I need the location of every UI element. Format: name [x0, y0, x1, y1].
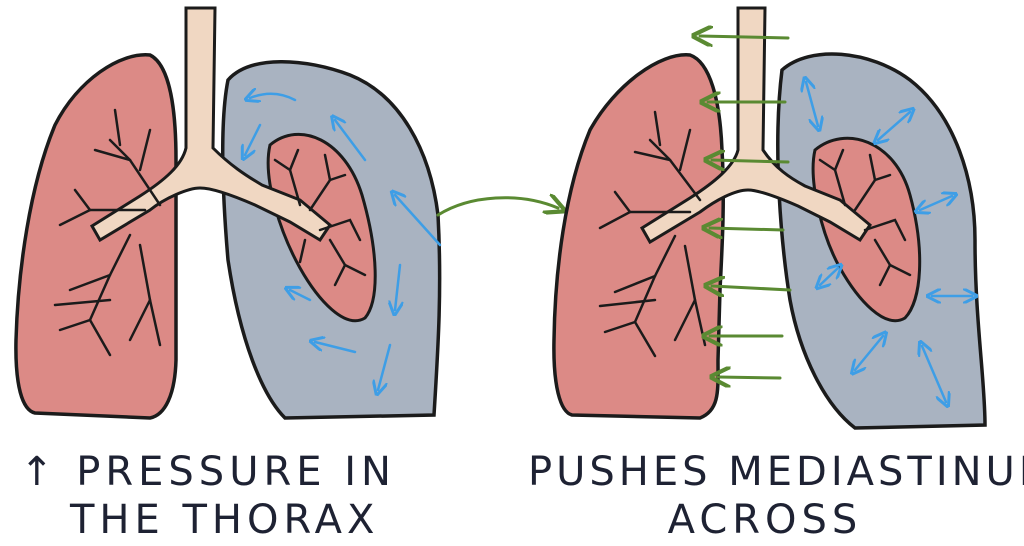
- caption-right-line2: ACROSS: [590, 500, 940, 540]
- compressed-healthy-lung: [554, 55, 723, 418]
- post-shift-panel: [554, 8, 985, 428]
- pre-shift-panel: [16, 8, 440, 418]
- transition-arrow: [438, 198, 558, 215]
- caption-left-line2: THE THORAX: [70, 500, 370, 540]
- healthy-lung-left: [16, 55, 176, 418]
- caption-left-line1: ↑ PRESSURE IN: [20, 452, 400, 492]
- caption-right-line1: PUSHES MEDIASTINUM: [528, 452, 1018, 492]
